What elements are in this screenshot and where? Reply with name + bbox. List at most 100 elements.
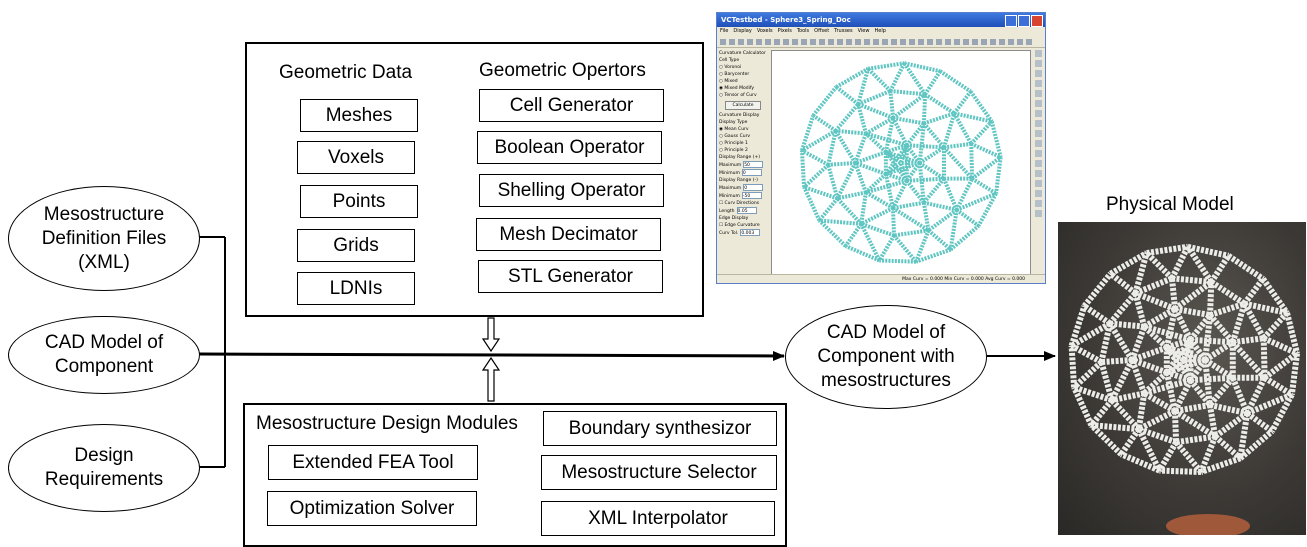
toolbar-icon xyxy=(1017,39,1023,45)
checkbox-option[interactable]: ☐ Curv Directions xyxy=(719,200,769,207)
radio-option[interactable]: ○ Tensor of Curv xyxy=(719,92,769,99)
toolbar-icon xyxy=(873,39,879,45)
radio-option[interactable]: ◉ Mixed Modify xyxy=(719,85,769,92)
curv-tol-field[interactable]: 0.003 xyxy=(740,229,760,236)
radio-option[interactable]: ○ Gauss Curv xyxy=(719,133,769,140)
lattice-strut xyxy=(1110,323,1144,326)
maximum-field[interactable]: 0 xyxy=(743,184,763,191)
toolbar-icon xyxy=(891,39,897,45)
main-arrow xyxy=(199,354,784,356)
minimum-field[interactable]: 0 xyxy=(742,169,762,176)
tool-icon xyxy=(1035,190,1042,197)
tool-icon xyxy=(1035,160,1042,167)
lattice-strut xyxy=(890,90,925,93)
lattice-strut xyxy=(893,180,907,207)
radio-option[interactable]: ○ Principle 2 xyxy=(719,147,769,154)
lattice-strut xyxy=(996,157,1001,193)
lattice-strut xyxy=(868,68,890,90)
tool-icon xyxy=(1035,50,1042,57)
design-module-item: Extended FEA Tool xyxy=(268,445,478,480)
length-field[interactable]: 0.05 xyxy=(737,207,757,214)
lattice-strut xyxy=(1210,282,1211,315)
lattice-strut xyxy=(879,260,916,261)
checkbox-option[interactable]: ☐ Edge Curvature xyxy=(719,222,769,229)
lattice-strut xyxy=(858,90,890,103)
lattice-strut xyxy=(924,178,944,202)
calculate-button[interactable]: Calculate xyxy=(725,101,761,110)
design-module-item: Optimization Solver xyxy=(267,491,477,526)
toolbar-icon xyxy=(918,39,924,45)
lattice-strut xyxy=(893,117,924,122)
lattice-strut xyxy=(1247,413,1272,431)
toolbar-icon xyxy=(954,39,960,45)
tool-icon xyxy=(1035,100,1042,107)
lattice-strut xyxy=(893,94,925,118)
design-modules-panel: Mesostructure Design Modules Extended FE… xyxy=(243,403,787,547)
lattice-strut xyxy=(813,115,836,130)
toolbar-icon xyxy=(945,39,951,45)
viewport-canvas[interactable] xyxy=(771,50,1031,275)
radio-option[interactable]: ◉ Mean Curv xyxy=(719,126,769,133)
design-module-item: XML Interpolator xyxy=(541,501,775,536)
lattice-strut xyxy=(1072,346,1102,362)
lattice-strut xyxy=(1147,247,1188,253)
lattice-strut xyxy=(925,71,940,94)
lattice-strut xyxy=(972,178,996,193)
lattice-strut xyxy=(879,235,894,260)
sidebar-group-label: Display Range (+) xyxy=(719,154,769,161)
lattice-strut xyxy=(1264,338,1265,378)
design-modules-heading: Mesostructure Design Modules xyxy=(256,413,518,435)
hollow-arrows xyxy=(483,318,499,401)
toolbar-icon xyxy=(765,39,771,45)
lattice-strut xyxy=(1191,340,1233,342)
lattice-strut xyxy=(1233,342,1265,377)
design-module-item: Boundary synthesizor xyxy=(543,411,777,446)
app-title-bar: VCTestbed - Sphere3_Spring_Doc xyxy=(717,13,1045,27)
lattice-strut xyxy=(924,202,957,209)
lattice-strut xyxy=(957,209,979,225)
sidebar-group-label: Display Range (-) xyxy=(719,177,769,184)
tool-icon xyxy=(1035,70,1042,77)
menu-item: Offset xyxy=(814,27,829,36)
lattice-strut xyxy=(916,249,951,261)
lattice-strut xyxy=(944,147,972,178)
lattice-strut xyxy=(940,71,971,91)
lattice-strut xyxy=(1175,411,1176,442)
cad-with-mesostructures-node: CAD Model of Component with mesostructur… xyxy=(785,305,987,409)
toolbar-icon xyxy=(819,39,825,45)
lattice-strut xyxy=(1211,282,1244,304)
lattice-strut xyxy=(907,178,944,180)
menu-item: Trusses xyxy=(834,27,852,36)
app-toolbar xyxy=(717,36,1045,48)
geometric-data-item: LDNIs xyxy=(297,272,415,305)
lattice-strut xyxy=(861,192,866,224)
radio-option[interactable]: ○ Barycenter xyxy=(719,71,769,78)
tool-icon xyxy=(1035,90,1042,97)
tool-icon xyxy=(1035,130,1042,137)
radio-option[interactable]: ○ Voronoi xyxy=(719,64,769,71)
radio-option[interactable]: ○ Principle 1 xyxy=(719,140,769,147)
geometric-operator-item: STL Generator xyxy=(478,260,663,293)
tool-icon xyxy=(1035,210,1042,217)
geometric-data-item: Voxels xyxy=(297,141,415,174)
tool-icon xyxy=(1035,60,1042,67)
minimize-icon xyxy=(1005,15,1017,27)
lattice-strut xyxy=(819,198,837,220)
lattice-strut xyxy=(837,162,855,197)
maximum-field[interactable]: 50 xyxy=(743,161,763,168)
lattice-strut xyxy=(1244,304,1263,339)
lattice-strut xyxy=(861,208,893,224)
lattice-strut xyxy=(1211,256,1228,282)
lattice-strut xyxy=(924,94,925,123)
radio-option[interactable]: ○ Mixed xyxy=(719,78,769,85)
toolbar-icon xyxy=(900,39,906,45)
lattice-strut xyxy=(893,208,894,235)
lattice-strut xyxy=(836,130,856,162)
design-module-item: Mesostructure Selector xyxy=(541,455,777,490)
app-right-toolbar xyxy=(1032,50,1044,230)
minimum-field[interactable]: -50 xyxy=(742,192,762,199)
lattice-strut xyxy=(1139,411,1175,429)
lattice-strut xyxy=(971,143,972,178)
